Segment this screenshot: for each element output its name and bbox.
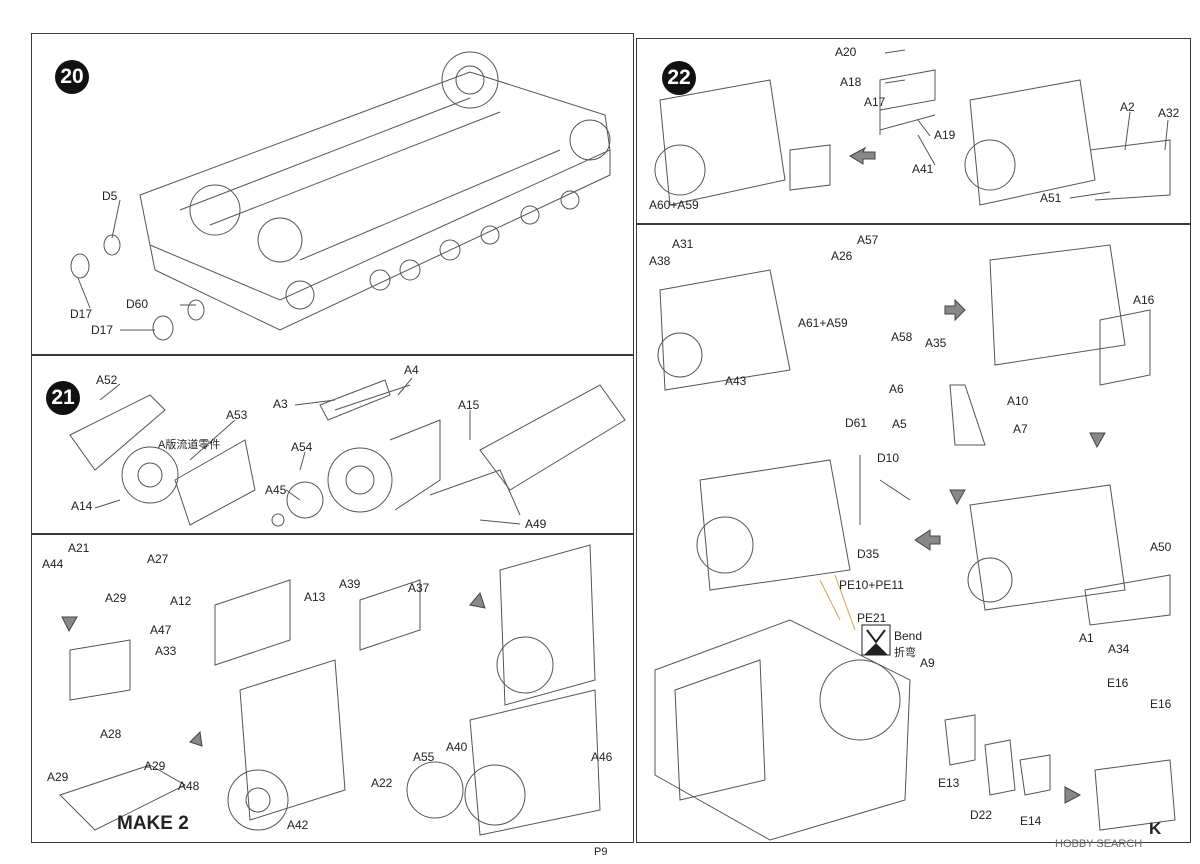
part-label: D17 <box>70 307 93 321</box>
part-label: A41 <box>912 162 934 176</box>
part-label: A53 <box>226 408 248 422</box>
part-label: A40 <box>446 740 468 754</box>
part-label: A21 <box>68 541 90 555</box>
part-label: A45 <box>265 483 287 497</box>
step-21-panel <box>31 355 634 534</box>
sprue-note: A版流道零件 <box>158 439 221 451</box>
part-label: A26 <box>831 249 853 263</box>
part-label: A18 <box>840 75 862 89</box>
part-label: A57 <box>857 233 879 247</box>
part-label: D35 <box>857 547 880 561</box>
part-label: D22 <box>970 808 993 822</box>
hull-interior-drawing <box>654 619 911 841</box>
part-label: A61+A59 <box>798 316 848 330</box>
engine-housing-drawing <box>69 394 166 471</box>
bend-label: Bend <box>894 629 923 643</box>
part-label: D10 <box>877 451 900 465</box>
make-2-panel <box>31 534 634 843</box>
part-label: D60 <box>126 297 149 311</box>
part-label: A19 <box>934 128 956 142</box>
part-label: A60+A59 <box>649 198 699 212</box>
part-label: D5 <box>102 189 118 203</box>
part-label: A33 <box>155 644 177 658</box>
part-label: A44 <box>42 557 64 571</box>
part-label: A52 <box>96 373 118 387</box>
part-label: A16 <box>1133 293 1155 307</box>
part-label: A37 <box>408 581 430 595</box>
arrow-icons <box>61 146 1106 804</box>
part-label: A46 <box>591 750 613 764</box>
part-label: A3 <box>273 397 288 411</box>
part-label: A27 <box>147 552 169 566</box>
part-label: A29 <box>144 759 166 773</box>
part-label: A38 <box>649 254 671 268</box>
part-label: A49 <box>525 517 547 531</box>
bend-symbol-icon <box>861 624 891 656</box>
part-label: A17 <box>864 95 886 109</box>
corner-letter: K <box>1149 819 1162 838</box>
part-label: A58 <box>891 330 913 344</box>
part-label: A47 <box>150 623 172 637</box>
part-label: A13 <box>304 590 326 604</box>
part-label: PE10+PE11 <box>839 578 904 592</box>
step-number-badge: 21 <box>46 381 80 415</box>
part-label: A12 <box>170 594 192 608</box>
part-label: A15 <box>458 398 480 412</box>
part-label: A48 <box>178 779 200 793</box>
part-label: A9 <box>920 656 935 670</box>
part-label: E16 <box>1150 697 1172 711</box>
part-label: A28 <box>100 727 122 741</box>
part-label: A7 <box>1013 422 1028 436</box>
part-label: A34 <box>1108 642 1130 656</box>
part-label: A43 <box>725 374 747 388</box>
step-22-panel <box>636 38 1191 224</box>
step-number-badge: 20 <box>55 60 89 94</box>
part-label: D17 <box>91 323 114 337</box>
part-label: A39 <box>339 577 361 591</box>
part-label: A22 <box>371 776 393 790</box>
part-label: A50 <box>1150 540 1172 554</box>
part-label: A42 <box>287 818 309 832</box>
page-number: P9 <box>594 846 608 858</box>
part-label: PE21 <box>857 611 887 625</box>
part-label: A4 <box>404 363 419 377</box>
part-label: A5 <box>892 417 907 431</box>
step-23-panel <box>636 224 1191 843</box>
part-label: E13 <box>938 776 960 790</box>
part-label: A6 <box>889 382 904 396</box>
make-2-title: MAKE 2 <box>117 813 189 834</box>
part-label: E16 <box>1107 676 1129 690</box>
part-label: A20 <box>835 45 857 59</box>
part-label: A55 <box>413 750 435 764</box>
part-label: A51 <box>1040 191 1062 205</box>
part-label: A32 <box>1158 106 1180 120</box>
part-label: D61 <box>845 416 868 430</box>
hull-chassis-drawing <box>139 71 611 301</box>
part-label: E14 <box>1020 814 1042 828</box>
step-20-panel <box>31 33 634 355</box>
part-label: A54 <box>291 440 313 454</box>
watermark: HOBBY SEARCH <box>1055 838 1143 850</box>
part-label: A29 <box>105 591 127 605</box>
step-number-badge: 22 <box>662 61 696 95</box>
part-label: A1 <box>1079 631 1094 645</box>
engine-assembly-drawing <box>239 659 346 821</box>
part-label: A31 <box>672 237 694 251</box>
part-label: A2 <box>1120 100 1135 114</box>
part-label: A10 <box>1007 394 1029 408</box>
bend-label-cn: 折弯 <box>894 647 916 659</box>
part-label: A29 <box>47 770 69 784</box>
part-label: A14 <box>71 499 93 513</box>
part-label: A35 <box>925 336 947 350</box>
